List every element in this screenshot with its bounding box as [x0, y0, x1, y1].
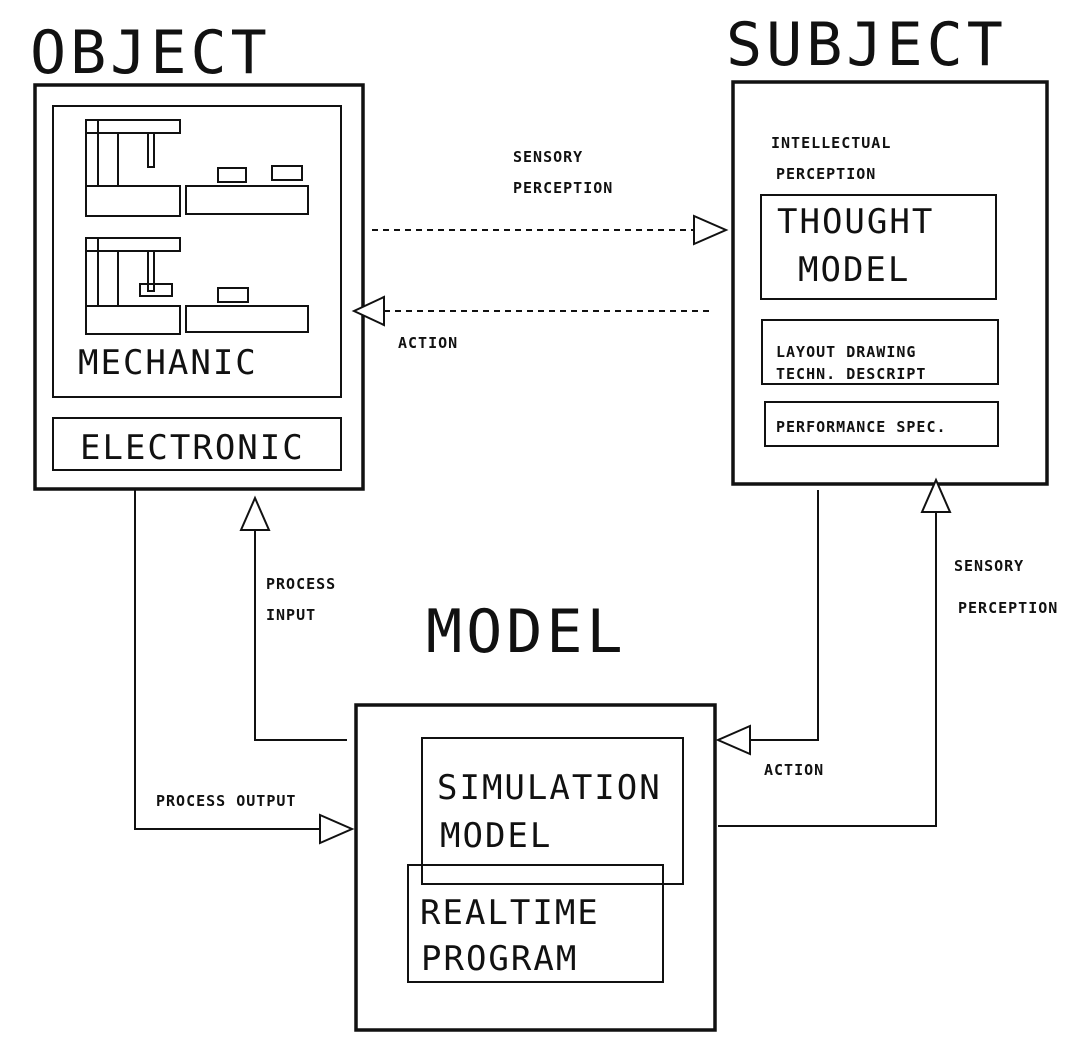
sensory-top-label-line1: SENSORY: [513, 148, 583, 166]
machine-column: [85, 237, 99, 307]
thought-label: THOUGHT: [777, 202, 934, 242]
sensory-top-label-line2: PERCEPTION: [513, 179, 613, 197]
intellectual-perception-line2: PERCEPTION: [776, 165, 876, 183]
workpiece: [139, 283, 173, 297]
simulation-label: SIMULATION: [437, 768, 662, 808]
workpiece: [271, 165, 303, 181]
arrow-head-left: [351, 295, 385, 327]
arrow-head-up: [920, 477, 952, 513]
machine-tool: [147, 250, 155, 292]
intellectual-perception-line1: INTELLECTUAL: [771, 134, 891, 152]
process-input-label-line2: INPUT: [266, 606, 316, 624]
machine-illustration-lower: [85, 237, 309, 335]
conveyor-belt: [185, 305, 309, 333]
thought-model-label: MODEL: [798, 250, 910, 290]
subject-title: SUBJECT: [726, 10, 1007, 80]
subject-box: [731, 80, 1049, 486]
machine-base: [85, 305, 181, 335]
performance-spec-label: PERFORMANCE SPEC.: [776, 418, 947, 436]
workpiece: [217, 167, 247, 183]
realtime-program-label: PROGRAM: [421, 939, 578, 979]
sensory-perception-right-line: [718, 512, 937, 827]
mechanic-panel: [52, 105, 342, 398]
electronic-panel: [52, 417, 342, 471]
process-input-label-line1: PROCESS: [266, 575, 336, 593]
layout-drawing-label: LAYOUT DRAWING: [776, 343, 916, 361]
object-title: OBJECT: [30, 18, 271, 88]
arrow-head-right: [693, 214, 729, 246]
object-box: [33, 83, 365, 491]
realtime-label: REALTIME: [420, 893, 600, 933]
model-title: MODEL: [426, 597, 627, 667]
sensory-right-label-line2: PERCEPTION: [958, 599, 1058, 617]
conveyor-belt: [185, 185, 309, 215]
workpiece: [217, 287, 249, 303]
arrow-head-right: [319, 813, 355, 845]
simulation-model-label: MODEL: [440, 816, 552, 856]
process-output-label: PROCESS OUTPUT: [156, 792, 296, 810]
mechanic-label: MECHANIC: [78, 343, 258, 383]
sensory-right-label-line1: SENSORY: [954, 557, 1024, 575]
realtime-program-panel: [407, 864, 664, 983]
process-input-line: [254, 530, 347, 741]
arrow-head-left: [715, 724, 751, 756]
action-bottom-line: [750, 490, 819, 741]
process-output-line: [134, 490, 320, 830]
machine-column: [85, 119, 99, 187]
techn-description-label: TECHN. DESCRIPT: [776, 365, 926, 383]
action-top-label: ACTION: [398, 334, 458, 352]
arrow-head-up: [239, 495, 271, 531]
machine-base: [85, 185, 181, 217]
model-box: [354, 703, 717, 1032]
machine-beam: [85, 119, 181, 134]
layout-drawing-panel: [761, 319, 999, 385]
action-bottom-label: ACTION: [764, 761, 824, 779]
simulation-model-panel: [421, 737, 684, 885]
electronic-label: ELECTRONIC: [80, 428, 305, 468]
machine-illustration-upper: [85, 119, 309, 217]
machine-tool: [147, 132, 155, 168]
thought-model-panel: [760, 194, 997, 300]
performance-spec-panel: [764, 401, 999, 447]
machine-beam: [85, 237, 181, 252]
